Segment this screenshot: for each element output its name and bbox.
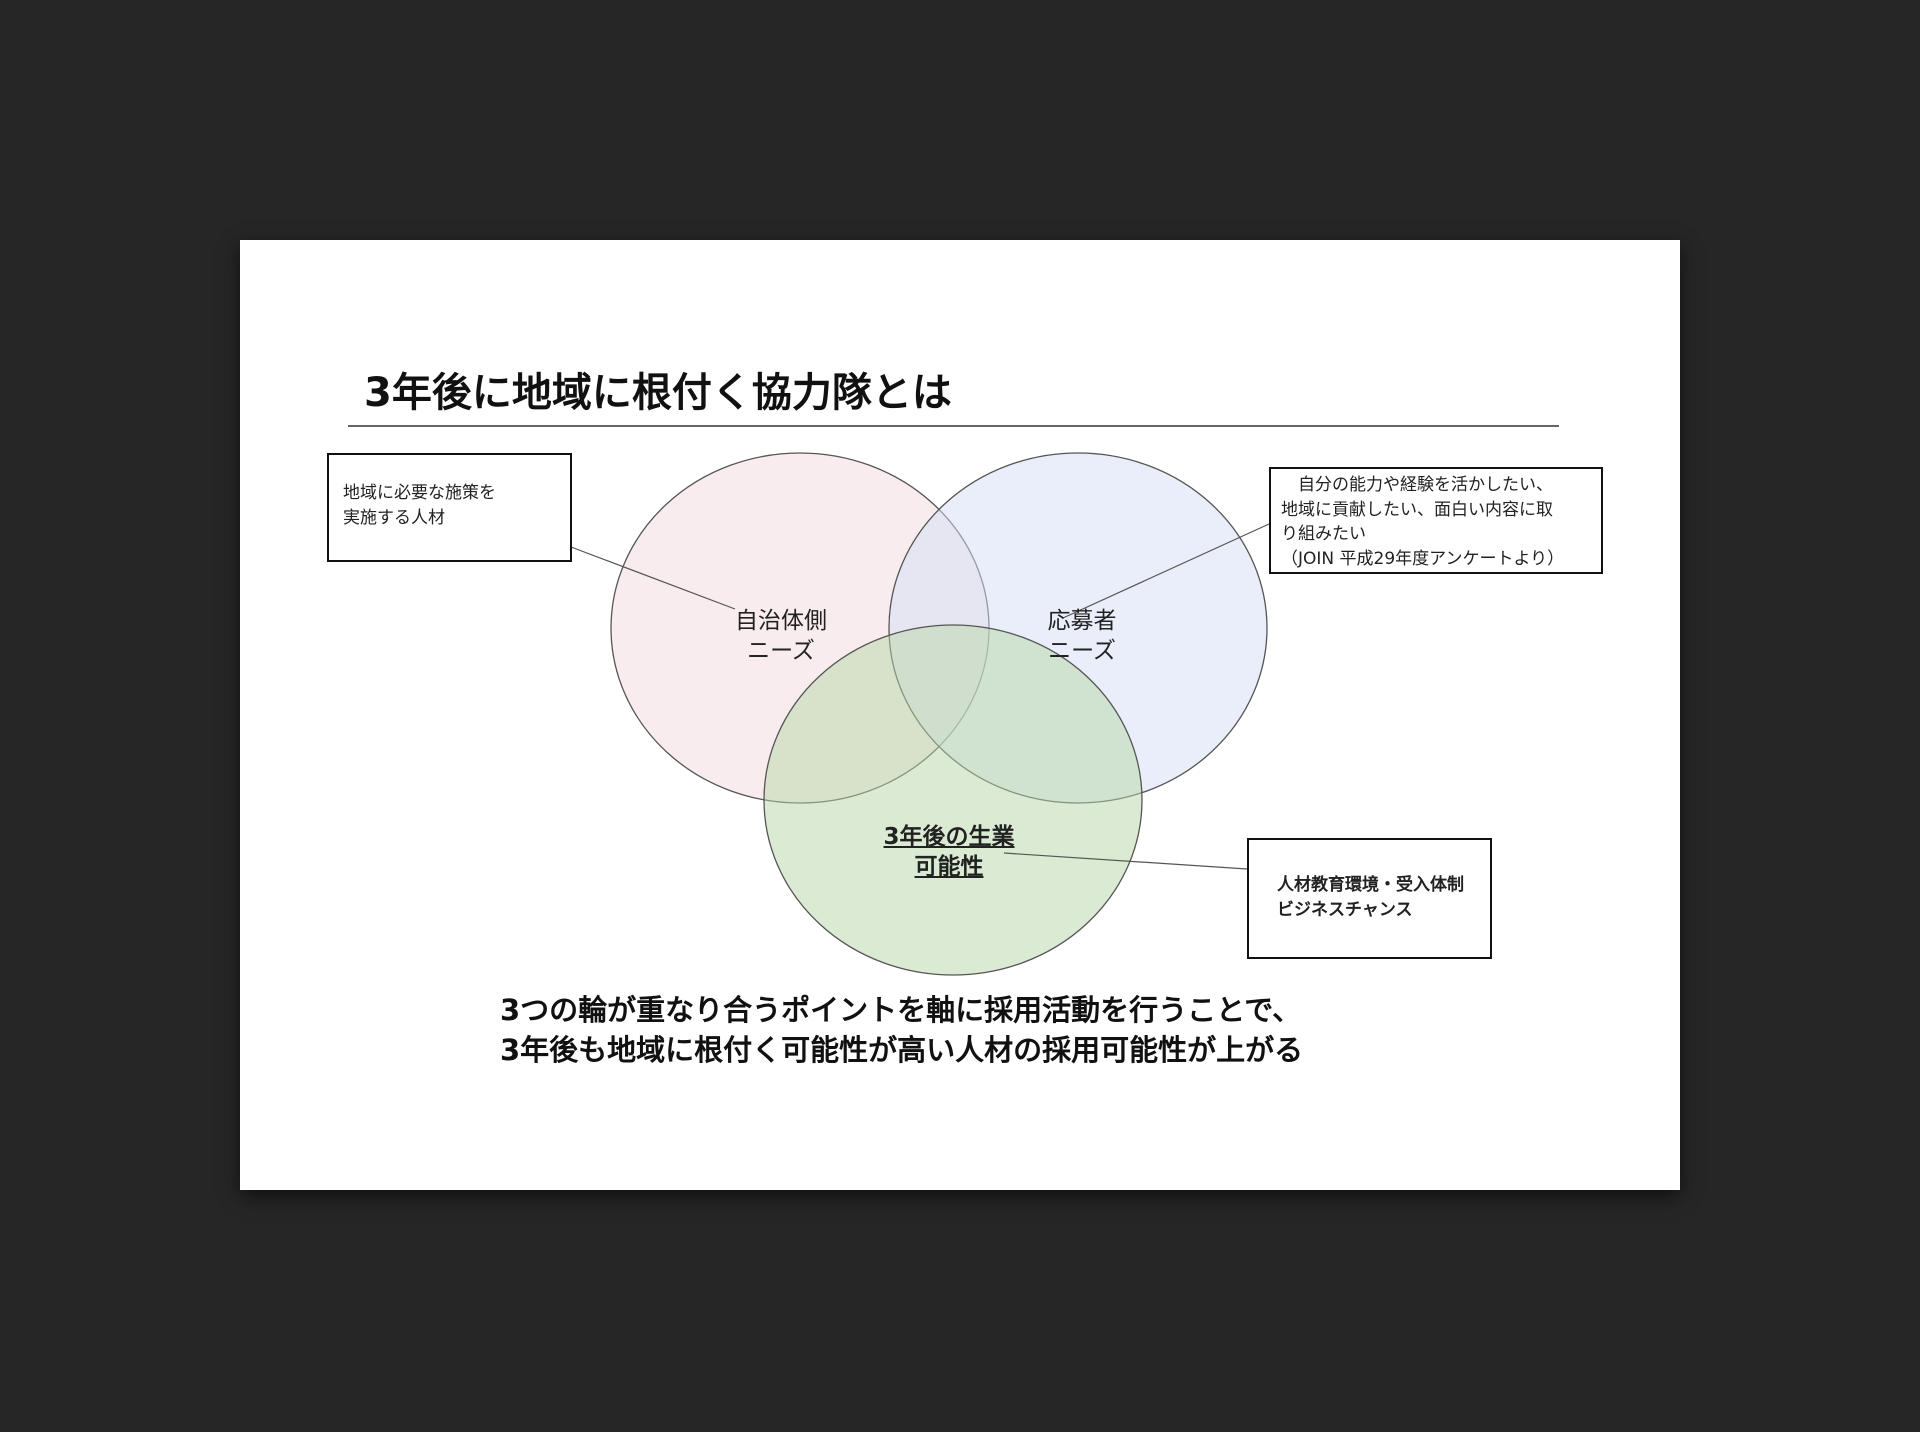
conclusion-line: 3年後も地域に根付く可能性が高い人材の採用可能性が上がる [500,1033,1304,1067]
label-line: 自治体側 [735,608,827,634]
callout-municipality: 地域に必要な施策を 実施する人材 [327,453,572,562]
connector-municipality [570,546,736,610]
venn-circle-livelihood [763,624,1143,976]
callout-line: 自分の能力や経験を活かしたい、 [1281,475,1553,495]
venn-diagram [348,425,1559,976]
venn-label-livelihood: 3年後の生業 可能性 [883,822,1014,882]
conclusion-text: 3つの輪が重なり合うポイントを軸に採用活動を行うことで、 3年後も地域に根付く可… [500,990,1303,1070]
venn-label-applicant: 応募者 ニーズ [1048,606,1117,666]
slide-title: 3年後に地域に根付く協力隊とは [364,370,952,416]
callout-line: 実施する人材 [343,508,445,528]
callout-livelihood: 人材教育環境・受入体制 ビジネスチャンス [1247,838,1492,959]
label-line: ニーズ [1048,638,1116,664]
connector-livelihood [1003,852,1248,870]
label-line: ニーズ [747,638,815,664]
label-line: 可能性 [914,854,984,880]
callout-line: 人材教育環境・受入体制 [1277,875,1464,895]
callout-applicant: 自分の能力や経験を活かしたい、 地域に貢献したい、面白い内容に取 り組みたい （… [1269,467,1603,574]
callout-line: （JOIN 平成29年度アンケートより） [1281,548,1565,569]
callout-line: 地域に必要な施策を [343,483,496,503]
callout-line: り組みたい [1281,524,1366,544]
callout-line: 地域に貢献したい、面白い内容に取 [1281,499,1553,520]
conclusion-line: 3つの輪が重なり合うポイントを軸に採用活動を行うことで、 [500,993,1302,1027]
connector-applicant [1062,523,1270,619]
label-line: 3年後の生業 [883,824,1015,850]
slide: 3年後に地域に根付く協力隊とは 自治体側 ニーズ 応募者 ニーズ 3年後の生業 … [240,240,1680,1190]
label-line: 応募者 [1047,608,1117,634]
venn-label-municipality: 自治体側 ニーズ [735,606,827,666]
callout-line: ビジネスチャンス [1277,900,1413,920]
